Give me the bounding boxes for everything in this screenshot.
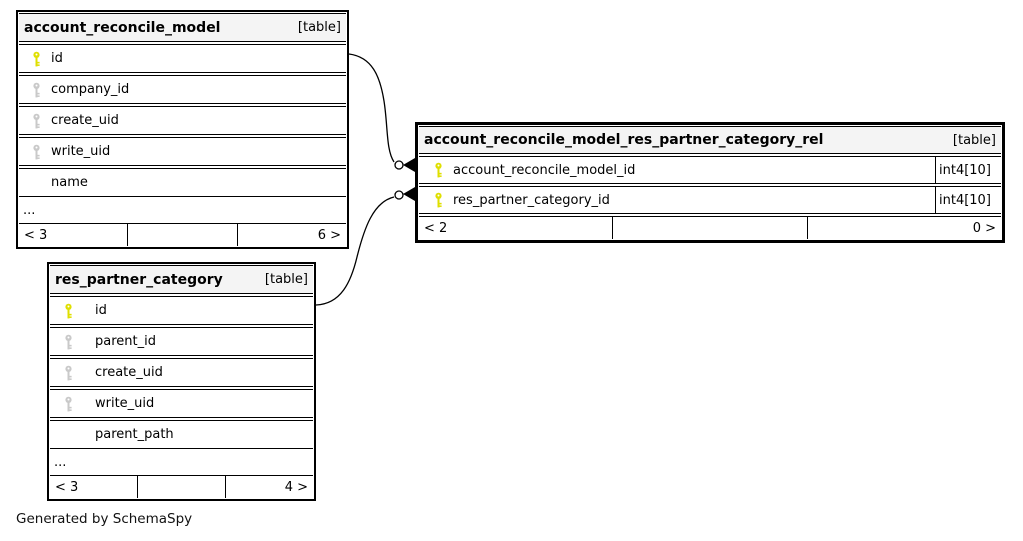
- edge-endpoint-dot: [394, 190, 404, 200]
- primary-key-icon: [433, 192, 444, 208]
- table-footer: < 3 6 >: [19, 223, 346, 246]
- foreign-key-icon: [63, 396, 74, 412]
- column-type: int4[10]: [935, 187, 1001, 213]
- table-badge: [table]: [952, 132, 996, 148]
- edge-endpoint-arrow: [403, 187, 415, 201]
- footer-parents-count: 6 >: [317, 227, 341, 243]
- primary-key-icon: [433, 162, 444, 178]
- footer-middle-cell: [127, 224, 238, 246]
- table-footer: < 3 4 >: [50, 475, 313, 498]
- foreign-key-icon: [63, 334, 74, 350]
- footer-children-count: < 3: [55, 479, 79, 495]
- primary-key-icon: [31, 51, 42, 67]
- foreign-key-icon: [31, 113, 42, 129]
- column-row-name: name: [19, 168, 346, 197]
- edge-endpoint-arrow: [403, 158, 415, 172]
- column-row-company-id: company_id: [19, 75, 346, 104]
- column-row-res-partner-category-id: res_partner_category_id int4[10]: [419, 186, 1001, 214]
- primary-key-icon: [63, 303, 74, 319]
- table-node-account-reconcile-model[interactable]: account_reconcile_model [table] id compa…: [16, 10, 349, 249]
- table-title: account_reconcile_model_res_partner_cate…: [424, 132, 824, 148]
- column-name: res_partner_category_id: [453, 192, 610, 208]
- foreign-key-icon: [63, 365, 74, 381]
- edge-endpoint-dot: [394, 160, 404, 170]
- table-header: account_reconcile_model_res_partner_cate…: [419, 126, 1001, 154]
- table-header: res_partner_category [table]: [50, 265, 313, 294]
- edge-account-reconcile-model-id: [348, 53, 395, 163]
- column-row-parent-path: parent_path: [50, 420, 313, 449]
- ellipsis-row: ...: [54, 454, 67, 470]
- column-row-account-reconcile-model-id: account_reconcile_model_id int4[10]: [419, 156, 1001, 184]
- column-name: write_uid: [51, 144, 111, 159]
- column-row-create-uid: create_uid: [19, 106, 346, 135]
- column-name: id: [95, 303, 107, 318]
- column-row-id: id: [19, 44, 346, 73]
- foreign-key-icon: [31, 82, 42, 98]
- column-name: name: [51, 175, 88, 190]
- column-row-parent-id: parent_id: [50, 327, 313, 356]
- footer-middle-cell: [137, 476, 226, 498]
- foreign-key-icon: [31, 144, 42, 160]
- column-name: create_uid: [95, 365, 163, 380]
- ellipsis-row: ...: [23, 202, 36, 218]
- column-type: int4[10]: [935, 157, 1001, 183]
- column-name: parent_path: [95, 427, 174, 442]
- table-header: account_reconcile_model [table]: [19, 13, 346, 42]
- column-name: create_uid: [51, 113, 119, 128]
- table-badge: [table]: [264, 272, 308, 287]
- column-name: id: [51, 51, 63, 66]
- table-node-res-partner-category[interactable]: res_partner_category [table] id parent_i…: [47, 262, 316, 501]
- column-row-id: id: [50, 296, 313, 325]
- table-title: res_partner_category: [55, 271, 223, 288]
- footer-middle-cell: [612, 217, 808, 239]
- table-badge: [table]: [297, 20, 341, 35]
- table-title: account_reconcile_model: [24, 19, 221, 36]
- column-name: write_uid: [95, 396, 155, 411]
- column-row-write-uid: write_uid: [50, 389, 313, 418]
- column-row-write-uid: write_uid: [19, 137, 346, 166]
- footer-children-count: < 2: [424, 220, 448, 236]
- column-row-create-uid: create_uid: [50, 358, 313, 387]
- column-name: parent_id: [95, 334, 156, 349]
- footer-children-count: < 3: [24, 227, 48, 243]
- column-name: account_reconcile_model_id: [453, 162, 636, 178]
- edge-res-partner-category-id: [315, 196, 395, 306]
- table-node-account-reconcile-model-res-partner-category-rel[interactable]: account_reconcile_model_res_partner_cate…: [415, 122, 1005, 243]
- footer-parents-count: 4 >: [284, 479, 308, 495]
- column-name: company_id: [51, 82, 130, 97]
- table-footer: < 2 0 >: [419, 216, 1001, 239]
- generated-by-caption: Generated by SchemaSpy: [16, 511, 193, 527]
- footer-parents-count: 0 >: [972, 220, 996, 236]
